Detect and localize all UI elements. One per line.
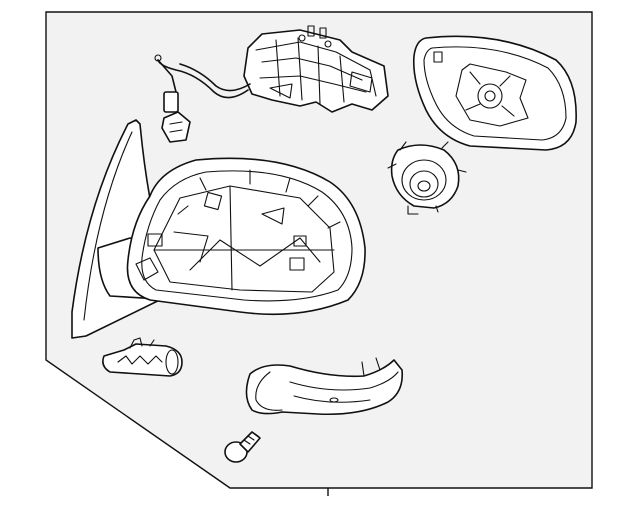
mirror-glass	[412, 35, 577, 151]
mirror-housing	[71, 119, 366, 339]
mounting-screw	[224, 431, 261, 463]
turn-signal-lamp	[245, 357, 404, 416]
mirror-base-cover	[102, 337, 183, 377]
power-actuator	[243, 25, 389, 113]
actuator-motor	[387, 141, 467, 215]
harness-connector	[154, 54, 251, 143]
